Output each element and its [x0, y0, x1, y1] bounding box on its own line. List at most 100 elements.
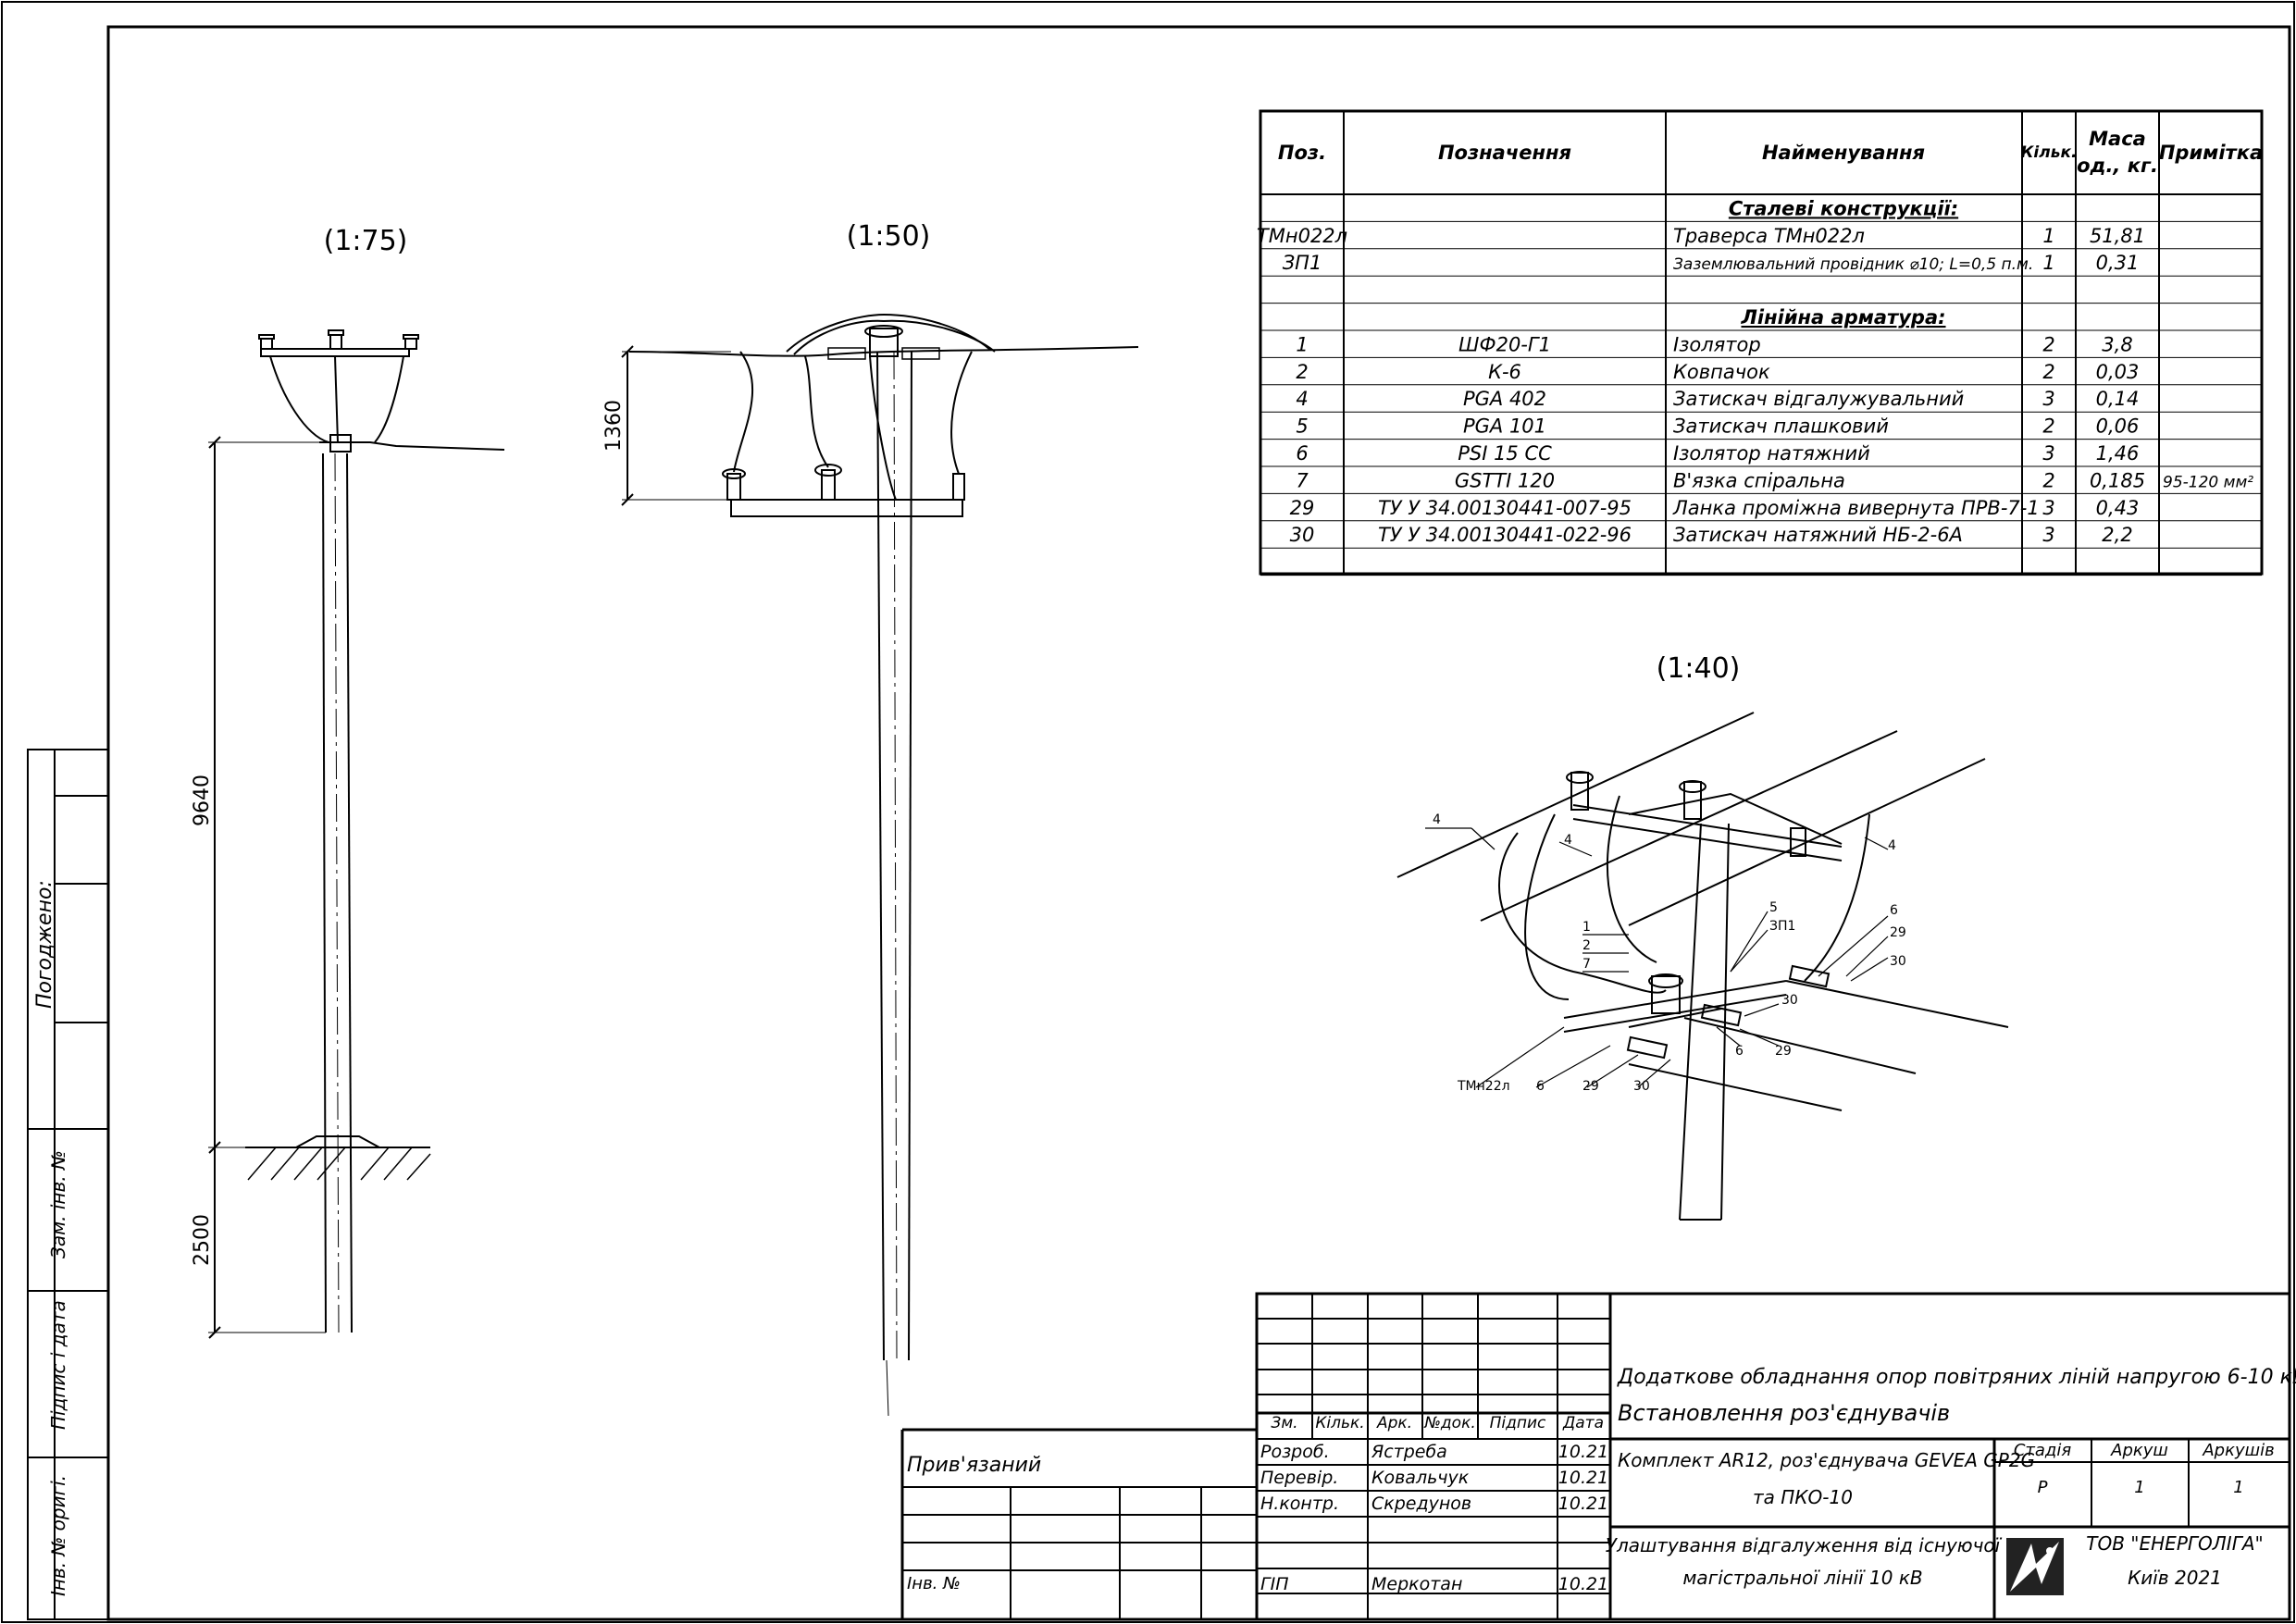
title-block-main: Додаткове обладнання опор повітряних лін…: [907, 1366, 2296, 1593]
spec-cell-designation: PGA 402: [1463, 388, 1546, 410]
bound-label: Прив'язаний: [907, 1454, 1041, 1477]
callout-tm: ТМн22л: [1457, 1079, 1510, 1094]
original-inv-label: Інв. № оригі.: [47, 1475, 69, 1596]
dim-pole-height: 9640: [191, 775, 214, 826]
callout-6a: 6: [1890, 903, 1898, 918]
role-date: 10.21: [1558, 1468, 1608, 1488]
replaced-inv-label: Зам. інв. №: [47, 1150, 69, 1258]
spec-cell-qty: 2: [2042, 469, 2054, 491]
title-block-texts: Зм. Кільк. Арк. №док. Підпис Дата: [1271, 1414, 1604, 1432]
spec-cell-name: Траверса ТМн022л: [1673, 225, 1865, 247]
role-label: Н.контр.: [1260, 1494, 1339, 1514]
role-person: Скредунов: [1371, 1494, 1471, 1514]
spec-cell-designation: ТУ У 34.00130441-022-96: [1378, 524, 1632, 546]
callout-29a: 29: [1890, 925, 1906, 940]
isometric-callouts: 4 4 4 1 2 7 5 ЗП1 6 29 30 30 6 29 ТМн22л…: [1433, 812, 1906, 1094]
spec-table-headers: Поз. Позначення Найменування Кільк. Маса…: [1278, 128, 2263, 177]
desc2-line-1: Улаштування відгалуження від існуючої: [1606, 1534, 2003, 1556]
callout-30c: 30: [1633, 1079, 1650, 1094]
spec-cell-pos: ТМн022л: [1257, 225, 1347, 247]
title-block-grid: [900, 1292, 2291, 1621]
header-mass: Маса: [2089, 128, 2146, 150]
col-kilk: Кільк.: [1315, 1414, 1364, 1432]
callout-4a: 4: [1433, 812, 1441, 827]
spec-cell-pos: 2: [1296, 361, 1308, 383]
header-name: Найменування: [1762, 142, 1925, 164]
scale-label-1: (1:75): [324, 225, 408, 257]
col-doc: №док.: [1423, 1414, 1476, 1432]
header-pos: Поз.: [1278, 142, 1326, 164]
spec-cell-name: Затискач плашковий: [1673, 415, 1889, 438]
spec-cell-mass: 0,06: [2096, 415, 2140, 438]
pole-view-full: [208, 329, 505, 1339]
spec-cell-designation: GSTTI 120: [1455, 469, 1555, 491]
role-label: ГІП: [1260, 1574, 1288, 1594]
spec-cell-pos: 5: [1296, 415, 1308, 438]
role-person: Ковальчук: [1371, 1468, 1470, 1488]
callout-30b: 30: [1781, 993, 1798, 1008]
spec-cell-name: Затискач відгалужувальний: [1673, 388, 1964, 410]
spec-cell-mass: 0,03: [2096, 361, 2140, 383]
spec-cell-designation: PSI 15 CC: [1458, 442, 1552, 465]
side-stamp: [27, 749, 109, 1620]
header-designation: Позначення: [1438, 142, 1571, 164]
callout-7: 7: [1582, 957, 1591, 972]
spec-cell-name: В'язка спіральна: [1673, 469, 1845, 491]
spec-cell-mass: 0,31: [2096, 252, 2140, 274]
sheet-value: 1: [2134, 1478, 2144, 1497]
spec-cell-mass: 0,43: [2096, 497, 2140, 519]
dim-cross-height: 1360: [602, 400, 626, 452]
pole-view-top: [621, 313, 1139, 1417]
spec-cell-name: Ізолятор натяжний: [1673, 442, 1870, 465]
stage-value: Р: [2038, 1478, 2048, 1497]
spec-section-title: Сталеві конструкції:: [1729, 197, 1958, 219]
spec-cell-pos: 30: [1290, 524, 1315, 546]
col-zm: Зм.: [1271, 1414, 1297, 1432]
company-city-year: Київ 2021: [2128, 1567, 2222, 1589]
spec-cell-qty: 3: [2042, 497, 2054, 519]
spec-cell-pos: 4: [1296, 388, 1308, 410]
col-date: Дата: [1562, 1414, 1604, 1432]
spec-table-grid: [1259, 109, 2264, 576]
role-person: Ястреба: [1371, 1442, 1447, 1462]
company-name: ТОВ "ЕНЕРГОЛІГА": [2086, 1532, 2263, 1555]
role-label: Перевір.: [1260, 1468, 1338, 1488]
isometric-view: [1396, 712, 2009, 1221]
role-date: 10.21: [1558, 1574, 1608, 1594]
role-label: Розроб.: [1260, 1442, 1330, 1462]
spec-cell-name: Затискач натяжний НБ-2-6А: [1673, 524, 1963, 546]
spec-cell-name: Ізолятор: [1673, 333, 1761, 355]
spec-cell-qty: 3: [2042, 442, 2054, 465]
spec-cell-pos: 6: [1296, 442, 1308, 465]
spec-cell-name: Ланка проміжна вивернута ПРВ-7-1: [1672, 497, 2040, 519]
sheet-header: Аркуш: [2110, 1441, 2168, 1460]
spec-cell-pos: 7: [1296, 469, 1309, 491]
desc2-line-2: магістральної лінії 10 кВ: [1682, 1567, 1922, 1589]
spec-cell-designation: ШФ20-Г1: [1458, 333, 1551, 355]
spec-cell-mass: 1,46: [2096, 442, 2140, 465]
agreed-label: Погоджено:: [33, 880, 56, 1009]
spec-cell-mass: 2,2: [2102, 524, 2132, 546]
scale-label-3: (1:40): [1657, 652, 1741, 685]
spec-cell-qty: 1: [2042, 225, 2054, 247]
spec-cell-qty: 2: [2042, 415, 2054, 438]
dim-pole-depth: 2500: [191, 1214, 214, 1266]
signature-date-label: Підпис і дата: [47, 1300, 69, 1430]
spec-cell-mass: 3,8: [2102, 333, 2132, 355]
title-line-2: Встановлення роз'єднувачів: [1618, 1400, 1950, 1426]
col-sign: Підпис: [1490, 1414, 1546, 1432]
callout-2: 2: [1582, 938, 1591, 953]
scale-label-2: (1:50): [847, 220, 931, 253]
inv-label: Інв. №: [907, 1574, 961, 1593]
callout-29b: 29: [1775, 1044, 1792, 1059]
spec-cell-qty: 3: [2042, 524, 2054, 546]
callout-1: 1: [1582, 920, 1591, 935]
callout-6b: 6: [1735, 1044, 1744, 1059]
callout-5: 5: [1769, 900, 1778, 915]
spec-cell-pos: 1: [1296, 333, 1308, 355]
spec-cell-mass: 0,185: [2090, 469, 2145, 491]
desc-line-2: та ПКО-10: [1753, 1486, 1853, 1508]
sheets-header: Аркушів: [2202, 1441, 2274, 1460]
